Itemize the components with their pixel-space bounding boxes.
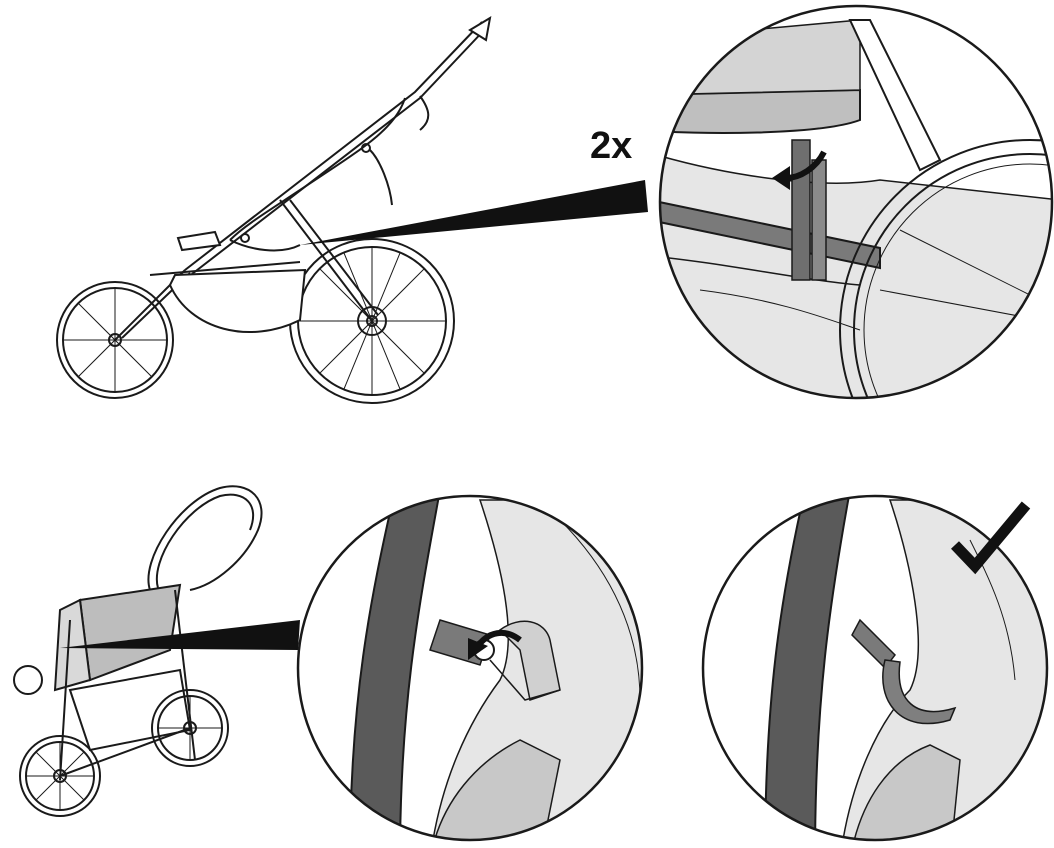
zoom-indicator	[60, 620, 300, 650]
strap	[791, 139, 811, 281]
detail-circle-strap-secured	[701, 494, 1049, 842]
check-mark-icon	[951, 501, 1031, 575]
hooked-strap	[882, 659, 957, 725]
zoom-indicator	[300, 180, 648, 245]
detail-circle-strap-frame	[658, 4, 1054, 400]
detail-circle-strap-hook	[296, 494, 644, 842]
stroller-rear-view	[13, 485, 263, 817]
rotate-arrow-icon	[475, 629, 522, 648]
repeat-count-label: 2x	[590, 125, 633, 167]
stroller-side-view	[56, 16, 492, 404]
